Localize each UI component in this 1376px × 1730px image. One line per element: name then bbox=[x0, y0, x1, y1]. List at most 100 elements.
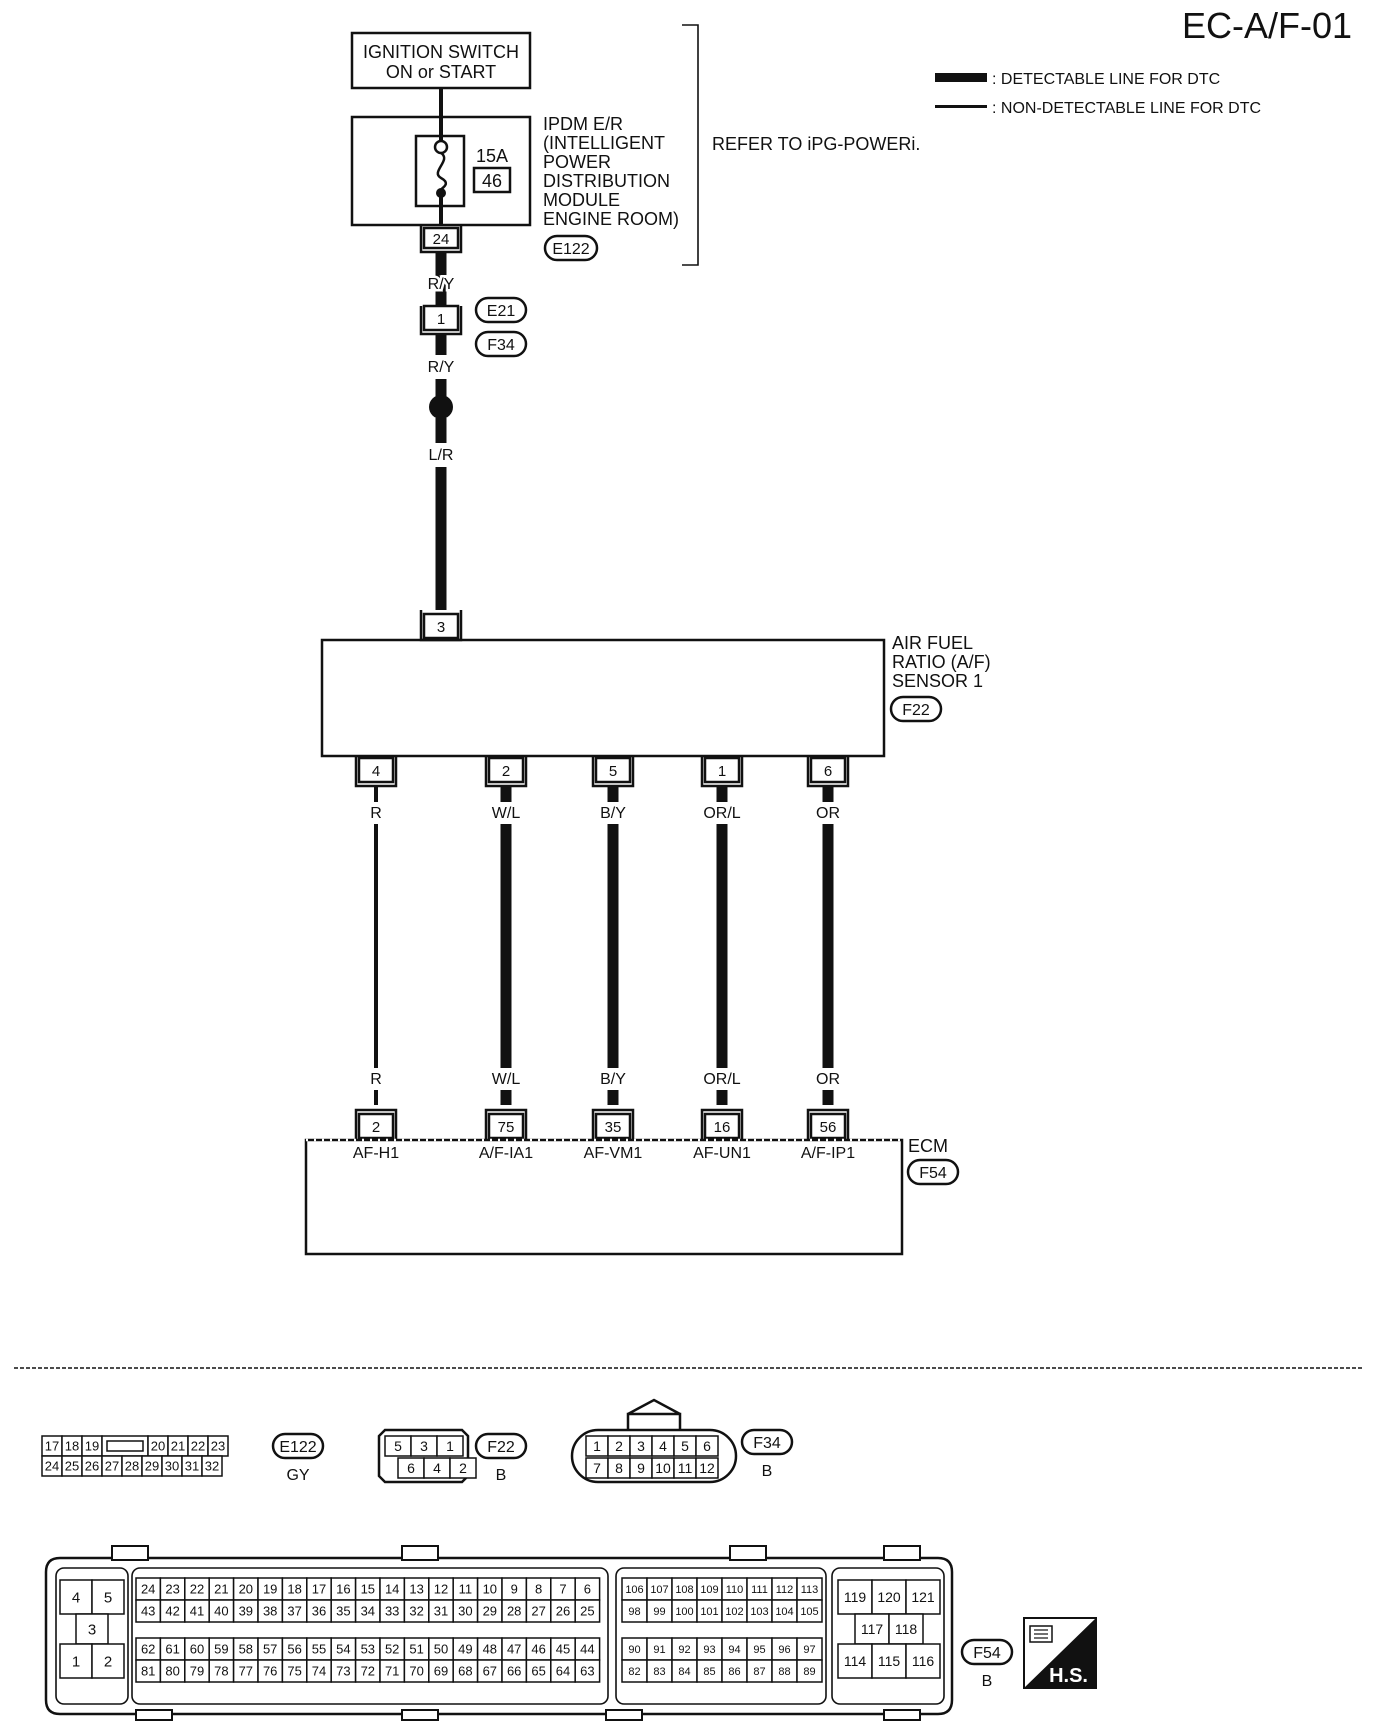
wire-color-label-top: B/Y bbox=[600, 805, 626, 822]
f54-pin: 77 bbox=[239, 1664, 253, 1679]
sensor-label-line: RATIO (A/F) bbox=[892, 652, 991, 672]
f54-pin: 25 bbox=[580, 1604, 594, 1619]
f54-cell bbox=[91, 1579, 125, 1615]
f34-pin: 9 bbox=[637, 1460, 645, 1476]
ecm-pin-label: 2 bbox=[372, 1119, 380, 1136]
f54-latch bbox=[135, 1709, 173, 1721]
junction-pin-label: 1 bbox=[437, 311, 445, 328]
ecm-pin-label: 16 bbox=[714, 1119, 731, 1136]
f54-pin: 41 bbox=[190, 1604, 204, 1619]
ipdm-label-line: ENGINE ROOM) bbox=[543, 209, 679, 229]
f54-pin: 18 bbox=[287, 1582, 301, 1597]
f54-tag: F54 bbox=[973, 1645, 1001, 1662]
f54-pin: 75 bbox=[287, 1664, 301, 1679]
f54-pin: 48 bbox=[483, 1642, 497, 1657]
ecm-signal-label: A/F-IP1 bbox=[801, 1145, 855, 1162]
f54-pin: 99 bbox=[653, 1606, 665, 1618]
f34-pin: 11 bbox=[678, 1460, 693, 1476]
f34-pin: 4 bbox=[659, 1438, 667, 1454]
e122-cell bbox=[201, 1455, 223, 1477]
e122-pin: 21 bbox=[171, 1439, 185, 1454]
f54-cell bbox=[796, 1599, 823, 1623]
f34-pin: 10 bbox=[655, 1460, 671, 1476]
f54-pin: 1 bbox=[72, 1653, 80, 1670]
f54-mid-panel bbox=[131, 1567, 609, 1705]
f54-left-panel bbox=[55, 1567, 129, 1705]
f54-latch bbox=[883, 1709, 921, 1721]
f54-pin: 44 bbox=[580, 1642, 594, 1657]
f34-pin: 1 bbox=[593, 1438, 601, 1454]
f54-cell bbox=[854, 1613, 890, 1645]
fuse-terminal-top bbox=[433, 139, 449, 155]
ecm-pin-label: 75 bbox=[498, 1119, 515, 1136]
f54-pin: 59 bbox=[214, 1642, 228, 1657]
ipdm-label-line: MODULE bbox=[543, 190, 620, 210]
e122-pin: 19 bbox=[85, 1439, 99, 1454]
f22-color: B bbox=[496, 1467, 507, 1484]
f54-pin: 92 bbox=[678, 1644, 690, 1656]
f54-pin: 22 bbox=[190, 1582, 204, 1597]
f54-pin: 57 bbox=[263, 1642, 277, 1657]
ecm-signal-label: AF-H1 bbox=[353, 1145, 399, 1162]
f54-pin: 60 bbox=[190, 1642, 204, 1657]
f34-pin: 6 bbox=[703, 1438, 711, 1454]
fuse-number: 46 bbox=[482, 171, 502, 191]
f54-latch bbox=[401, 1709, 439, 1721]
f54-pin: 34 bbox=[361, 1604, 375, 1619]
f54-pin: 12 bbox=[434, 1582, 448, 1597]
power-bracket bbox=[682, 24, 699, 266]
wire-color-label-top: OR bbox=[816, 805, 840, 822]
f54-pin: 4 bbox=[72, 1589, 80, 1606]
e122-pin: 23 bbox=[211, 1439, 225, 1454]
f54-pin: 55 bbox=[312, 1642, 326, 1657]
f54-pin: 5 bbox=[104, 1589, 112, 1606]
ipdm-connector-tag: E122 bbox=[552, 241, 589, 258]
ipdm-er-box: 15A 46 bbox=[350, 115, 532, 227]
ecm-signal-label: AF-UN1 bbox=[693, 1145, 751, 1162]
refer-text: REFER TO iPG-POWERi. bbox=[712, 134, 920, 154]
f34-pin: 3 bbox=[637, 1438, 645, 1454]
ecm-connector-tag: F54 bbox=[919, 1165, 947, 1182]
f54-pin: 32 bbox=[409, 1604, 423, 1619]
f54-pin: 35 bbox=[336, 1604, 350, 1619]
f54-pin: 104 bbox=[775, 1606, 793, 1618]
f22-housing bbox=[377, 1428, 470, 1484]
f54-pin: 54 bbox=[336, 1642, 350, 1657]
e122-pin: 25 bbox=[65, 1459, 79, 1474]
f54-pin: 66 bbox=[507, 1664, 521, 1679]
f54-pin: 105 bbox=[800, 1606, 818, 1618]
sensor-pin-label: 5 bbox=[609, 763, 617, 780]
f54-pin: 53 bbox=[361, 1642, 375, 1657]
e122-pin: 26 bbox=[85, 1459, 99, 1474]
f54-pin: 39 bbox=[239, 1604, 253, 1619]
ipdm-label-line: (INTELLIGENT bbox=[543, 133, 665, 153]
f54-pin: 30 bbox=[458, 1604, 472, 1619]
f54-pin: 43 bbox=[141, 1604, 155, 1619]
f54-pin: 73 bbox=[336, 1664, 350, 1679]
f54-pin: 13 bbox=[409, 1582, 423, 1597]
f54-color: B bbox=[982, 1673, 993, 1690]
f54-cell bbox=[59, 1643, 93, 1679]
f54-right-panel bbox=[615, 1567, 827, 1705]
sensor-pin-label: 1 bbox=[718, 763, 726, 780]
non-detectable-line-swatch bbox=[935, 105, 987, 108]
f54-pin: 37 bbox=[287, 1604, 301, 1619]
f34-cell bbox=[695, 1435, 719, 1457]
f34-tag-outline bbox=[740, 1428, 794, 1456]
f54-pin: 103 bbox=[750, 1606, 768, 1618]
f54-cell bbox=[871, 1643, 907, 1679]
f54-pin: 76 bbox=[263, 1664, 277, 1679]
ipdm-pin-24: 24 bbox=[419, 225, 463, 254]
f54-pin: 96 bbox=[778, 1644, 790, 1656]
junction-tag-e21: E21 bbox=[487, 303, 516, 320]
ipdm-label: IPDM E/R (INTELLIGENT POWER DISTRIBUTION… bbox=[543, 114, 679, 262]
legend: : DETECTABLE LINE FOR DTC : NON-DETECTAB… bbox=[935, 71, 1261, 117]
f54-pin: 91 bbox=[653, 1644, 665, 1656]
f54-pin: 71 bbox=[385, 1664, 399, 1679]
ipdm-pin-label: 24 bbox=[433, 231, 450, 248]
f54-latch bbox=[883, 1545, 921, 1561]
f34-housing bbox=[570, 1428, 738, 1484]
f54-pin: 17 bbox=[312, 1582, 326, 1597]
f34-pin: 7 bbox=[593, 1460, 601, 1476]
f54-pin: 74 bbox=[312, 1664, 326, 1679]
